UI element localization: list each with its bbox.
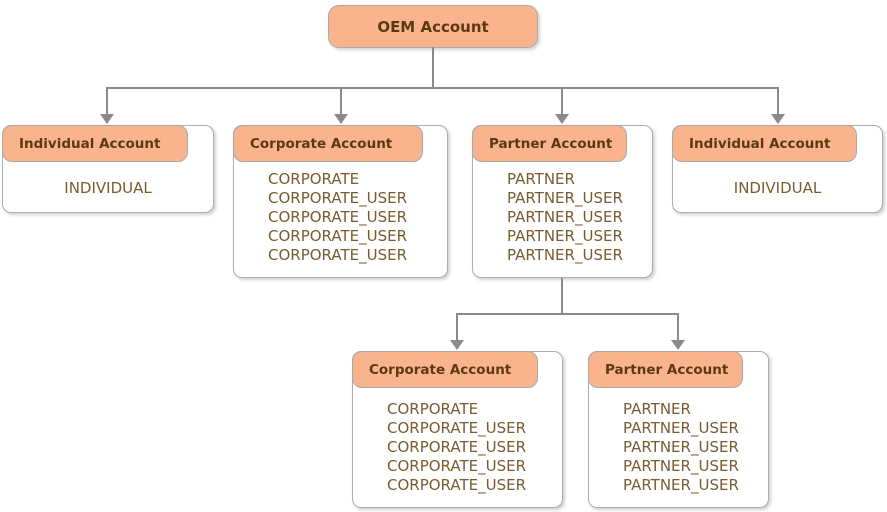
node-corporate-account-bottom: Corporate Account CORPORATE CORPORATE_US… xyxy=(352,351,563,508)
role-item: CORPORATE xyxy=(268,170,360,188)
connector-oem-trunk xyxy=(432,47,434,88)
node-role-list: INDIVIDUAL xyxy=(673,179,882,197)
role-item: CORPORATE_USER xyxy=(268,227,408,245)
node-title: Partner Account xyxy=(588,351,743,388)
connector-oem-bus xyxy=(106,87,779,89)
role-item: CORPORATE_USER xyxy=(268,189,408,207)
node-partner-account-top: Partner Account PARTNER PARTNER_USER PAR… xyxy=(472,125,653,278)
node-corporate-account-top: Corporate Account CORPORATE CORPORATE_US… xyxy=(233,125,448,278)
arrowhead-partner-bottom-icon xyxy=(671,340,685,350)
connector-drop-corporate-bottom xyxy=(456,314,458,340)
node-role-list: INDIVIDUAL xyxy=(3,179,213,197)
role-item: PARTNER_USER xyxy=(507,246,623,264)
connector-drop-corporate-top xyxy=(340,88,342,115)
node-role-list: PARTNER PARTNER_USER PARTNER_USER PARTNE… xyxy=(507,170,646,265)
node-role-list: CORPORATE CORPORATE_USER CORPORATE_USER … xyxy=(268,170,441,265)
node-title: Partner Account xyxy=(472,125,627,162)
arrowhead-corporate-bottom-icon xyxy=(450,340,464,350)
role-item: PARTNER_USER xyxy=(623,419,739,437)
role-item: CORPORATE_USER xyxy=(387,438,527,456)
connector-partner-trunk xyxy=(561,278,563,314)
node-title: Individual Account xyxy=(2,125,188,162)
role-item: CORPORATE_USER xyxy=(387,476,527,494)
node-individual-account-right: Individual Account INDIVIDUAL xyxy=(672,125,883,213)
role-item: CORPORATE_USER xyxy=(387,419,527,437)
node-role-list: CORPORATE CORPORATE_USER CORPORATE_USER … xyxy=(387,400,556,495)
role-item: PARTNER_USER xyxy=(507,189,623,207)
role-item: PARTNER_USER xyxy=(623,457,739,475)
role-item: CORPORATE xyxy=(387,400,479,418)
connector-drop-partner-bottom xyxy=(677,314,679,340)
role-item: PARTNER_USER xyxy=(623,476,739,494)
arrowhead-partner-top-icon xyxy=(555,114,569,124)
node-partner-account-bottom: Partner Account PARTNER PARTNER_USER PAR… xyxy=(588,351,769,508)
role-item: INDIVIDUAL xyxy=(733,179,822,197)
node-oem-account: OEM Account xyxy=(328,5,538,48)
role-item: PARTNER_USER xyxy=(507,208,623,226)
connector-drop-individual-left xyxy=(106,88,108,115)
connector-drop-individual-right xyxy=(777,88,779,115)
role-item: INDIVIDUAL xyxy=(64,179,152,197)
role-item: PARTNER xyxy=(623,400,691,418)
role-item: CORPORATE_USER xyxy=(387,457,527,475)
arrowhead-corporate-top-icon xyxy=(334,114,348,124)
role-item: PARTNER_USER xyxy=(623,438,739,456)
role-item: PARTNER_USER xyxy=(507,227,623,245)
node-title: Corporate Account xyxy=(233,125,423,162)
node-title: Individual Account xyxy=(672,125,857,162)
node-individual-account-left: Individual Account INDIVIDUAL xyxy=(2,125,214,213)
arrowhead-individual-left-icon xyxy=(100,114,114,124)
node-title: Corporate Account xyxy=(352,351,538,388)
connector-partner-bus xyxy=(456,313,679,315)
arrowhead-individual-right-icon xyxy=(771,114,785,124)
role-item: PARTNER xyxy=(507,170,575,188)
role-item: CORPORATE_USER xyxy=(268,208,408,226)
role-item: CORPORATE_USER xyxy=(268,246,408,264)
node-role-list: PARTNER PARTNER_USER PARTNER_USER PARTNE… xyxy=(623,400,762,495)
connector-drop-partner-top xyxy=(561,88,563,115)
